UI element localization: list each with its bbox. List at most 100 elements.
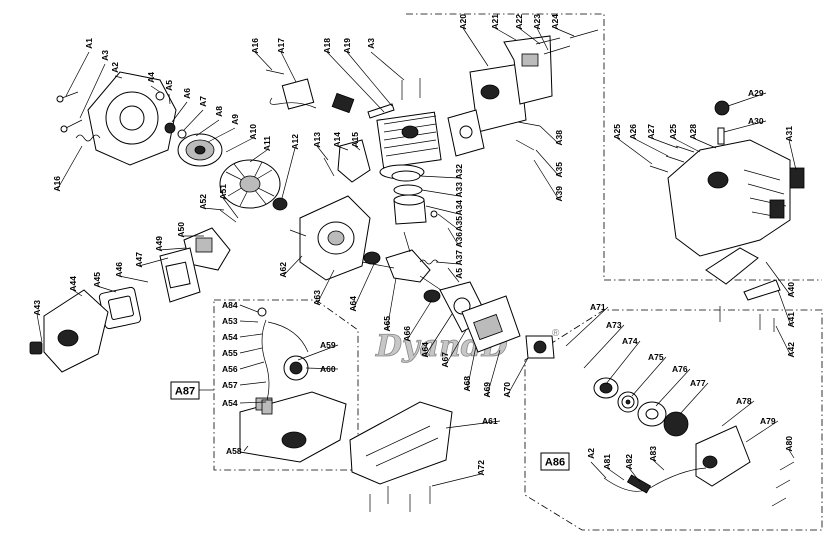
leader-line xyxy=(56,145,83,191)
part-label-a58: A58 xyxy=(226,445,249,456)
part-label-a3: A3 xyxy=(79,50,110,119)
part-label-text: A32 xyxy=(454,164,464,180)
pin-a30 xyxy=(717,127,725,145)
part-label-text: A27 xyxy=(646,124,656,140)
fuel-cap-a53 xyxy=(257,307,267,317)
recoil-spring-a78 xyxy=(663,411,689,437)
part-label-a73: A73 xyxy=(583,320,625,369)
part-label-text: A35 xyxy=(454,216,464,232)
part-label-text: A16 xyxy=(250,38,260,54)
part-label-text: A3 xyxy=(100,50,110,61)
part-label-text: A66 xyxy=(402,326,412,342)
leader-line xyxy=(158,247,187,251)
leader-line xyxy=(168,93,171,105)
part-label-text: A20 xyxy=(458,14,468,30)
part-label-text: A21 xyxy=(490,14,500,30)
leader-line xyxy=(150,85,161,93)
leader-line xyxy=(254,51,273,71)
part-label-a33: A33 xyxy=(421,182,464,198)
engine-cover xyxy=(667,139,791,257)
part-label-a64: A64 xyxy=(348,263,375,312)
leader-line xyxy=(72,289,83,297)
part-label-a70: A70 xyxy=(502,357,529,398)
bolt-a23 xyxy=(543,45,571,55)
screw-a38 xyxy=(517,121,541,127)
part-label-text: A75 xyxy=(648,352,664,362)
bolt-a24 xyxy=(569,29,599,39)
screw-a2-1 xyxy=(779,461,795,471)
starter-pawl-housing xyxy=(461,295,521,353)
part-label-text: A7 xyxy=(198,96,208,107)
leader-line xyxy=(419,175,460,179)
part-label-text: A68 xyxy=(462,376,472,392)
part-label-text: A54 xyxy=(222,398,238,408)
leader-line xyxy=(486,349,501,397)
part-label-a3: A3 xyxy=(366,38,405,81)
leader-line xyxy=(565,306,609,347)
part-label-text: A17 xyxy=(276,38,286,54)
part-label-text: A35 xyxy=(554,162,564,178)
leader-line xyxy=(354,145,361,151)
leader-line xyxy=(316,145,329,161)
starter-rope xyxy=(603,467,707,494)
group-box-a87: A87 xyxy=(170,381,214,400)
bottom-plate xyxy=(349,401,453,485)
part-label-text: A58 xyxy=(226,446,242,456)
part-label-a59: A59 xyxy=(297,340,339,361)
part-label-a34: A34 xyxy=(425,200,464,216)
part-label-text: A5 xyxy=(164,80,174,91)
part-label-a62: A62 xyxy=(278,255,303,278)
screw-a2-3 xyxy=(771,497,787,507)
leader-line xyxy=(346,51,393,107)
parts-drawings xyxy=(29,29,805,512)
grip-a31 xyxy=(789,167,805,189)
part-label-a61: A61 xyxy=(445,416,501,429)
washer-a7 xyxy=(177,129,187,139)
part-label-text: A29 xyxy=(748,88,764,98)
leader-line xyxy=(249,149,268,163)
part-label-text: A82 xyxy=(624,454,634,470)
leader-line xyxy=(590,461,607,479)
leader-line xyxy=(692,137,717,149)
part-label-text: A77 xyxy=(690,378,706,388)
flywheel-cover xyxy=(87,71,177,166)
part-label-text: A6 xyxy=(182,88,192,99)
part-label-text: A11 xyxy=(262,136,272,151)
part-label-text: A65 xyxy=(382,316,392,332)
leader-line xyxy=(386,277,397,331)
part-label-a2: A2 xyxy=(110,62,123,79)
carburetor-spacer xyxy=(159,247,201,303)
cylinder xyxy=(376,111,442,180)
leader-line xyxy=(239,320,259,323)
part-label-text: A28 xyxy=(688,124,698,140)
leader-line xyxy=(447,267,460,283)
spark-plug xyxy=(367,103,395,119)
part-label-a38: A38 xyxy=(539,125,564,146)
group-box-a87-label: A87 xyxy=(175,386,195,398)
screw-a13 xyxy=(323,157,335,177)
part-label-a16: A16 xyxy=(250,38,273,71)
leader-line xyxy=(533,159,560,201)
part-label-a81: A81 xyxy=(602,454,625,481)
leader-line xyxy=(437,213,460,231)
part-label-text: A67 xyxy=(440,352,450,368)
bolt-a22 xyxy=(535,37,561,45)
part-label-a45: A45 xyxy=(92,272,117,293)
spring-a85 xyxy=(75,134,101,142)
part-label-a77: A77 xyxy=(679,378,709,415)
leader-line xyxy=(297,344,339,361)
leader-line xyxy=(632,137,669,157)
leader-line xyxy=(421,189,460,197)
leader-line xyxy=(281,147,296,199)
part-label-a42: A42 xyxy=(775,325,796,358)
carburetor xyxy=(183,227,231,271)
screw-a63 xyxy=(289,229,307,237)
part-label-a47: A47 xyxy=(134,252,169,268)
part-label-text: A53 xyxy=(222,316,238,326)
part-label-text: A84 xyxy=(222,300,238,310)
flywheel xyxy=(219,159,281,209)
part-label-text: A31 xyxy=(784,126,794,142)
part-label-text: A19 xyxy=(342,38,352,54)
starter-pulley xyxy=(177,133,223,167)
leader-line xyxy=(352,263,375,311)
